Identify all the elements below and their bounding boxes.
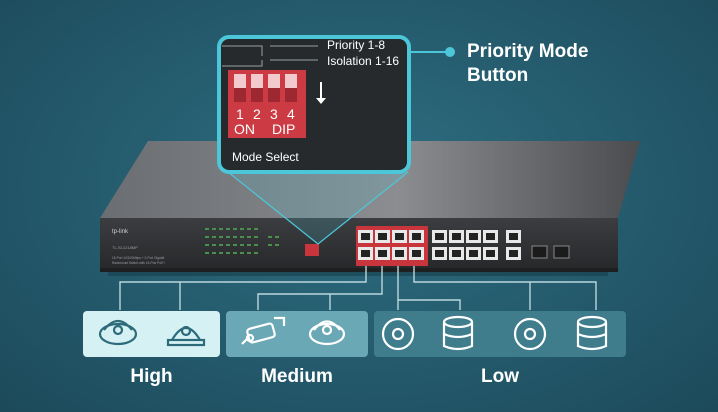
svg-text:16-Port 10/100Mbps + 2-Port Gi: 16-Port 10/100Mbps + 2-Port Gigabit (112, 256, 164, 260)
dip-number-2: 2 (253, 106, 261, 122)
storage-icon (576, 315, 608, 351)
access-point-icon (513, 317, 547, 351)
dip-number-4: 4 (287, 106, 295, 122)
dip-number-3: 3 (270, 106, 278, 122)
callout-line-2: Button (467, 65, 529, 86)
svg-text:tp-link: tp-link (112, 229, 129, 235)
dome-camera-icon (308, 320, 346, 346)
ceiling-camera-icon (166, 325, 206, 347)
group-medium-label: Medium (261, 366, 333, 387)
storage-icon (442, 315, 474, 351)
dip-number-1: 1 (236, 106, 244, 122)
dip-dip-label: DIP (272, 121, 296, 137)
bullet-camera-icon (241, 316, 286, 345)
dip-on-label: ON (234, 121, 255, 137)
group-high-label: High (130, 366, 173, 387)
svg-text:TL-SL1218MP: TL-SL1218MP (112, 245, 138, 250)
svg-text:Rackmount Switch with 16-Port: Rackmount Switch with 16-Port PoE+ (112, 261, 165, 265)
group-low-label: Low (481, 366, 519, 387)
access-point-icon (381, 317, 415, 351)
dip-label-priority: Priority 1-8 (327, 38, 386, 52)
dip-label-isolation: Isolation 1-16 (327, 54, 400, 68)
mode-select-label: Mode Select (232, 150, 299, 164)
callout-title: Priority Mode Button (467, 40, 588, 88)
callout-line-1: Priority Mode (467, 41, 589, 62)
dome-camera-icon (98, 319, 138, 346)
